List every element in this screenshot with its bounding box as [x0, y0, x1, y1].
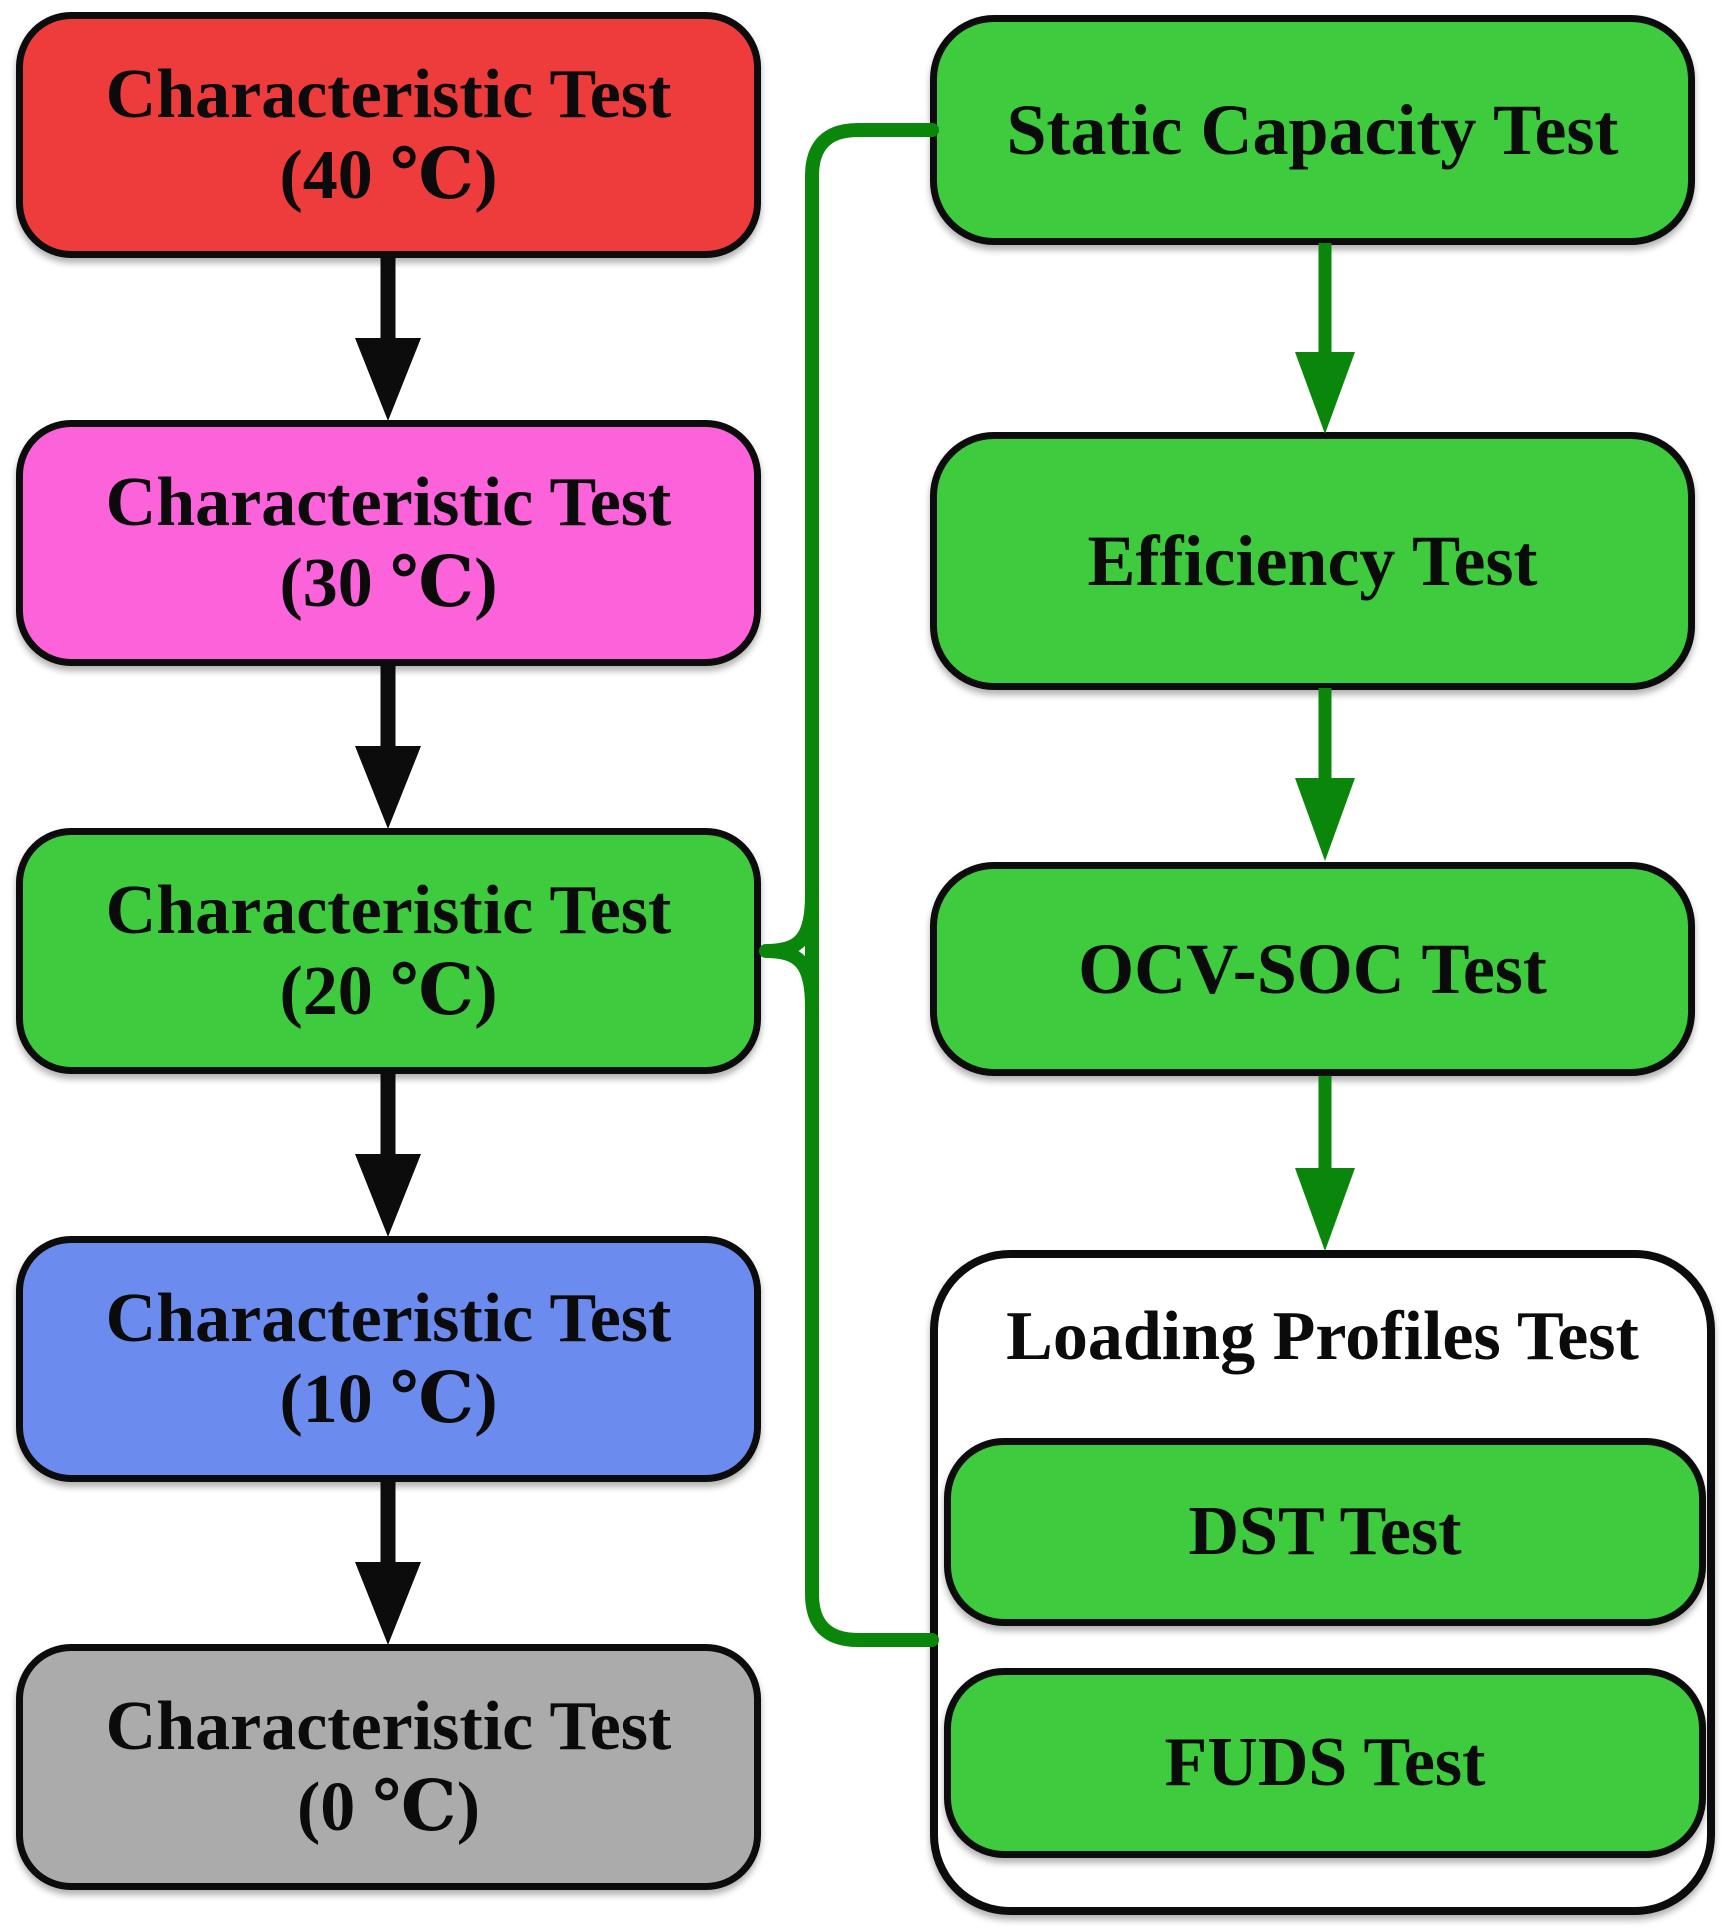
node-label: Static Capacity Test: [1006, 90, 1619, 170]
bracket-brace-tip: [759, 888, 819, 1014]
node-characteristic-test-40c: Characteristic Test (40 ℃): [16, 12, 761, 258]
node-ocv-soc-test: OCV-SOC Test: [930, 862, 1695, 1076]
node-characteristic-test-10c: Characteristic Test (10 ℃): [16, 1236, 761, 1482]
group-title: Loading Profiles Test: [1006, 1298, 1639, 1375]
node-label-line1: Characteristic Test: [105, 56, 672, 133]
node-characteristic-test-20c: Characteristic Test (20 ℃): [16, 828, 761, 1074]
node-label: DST Test: [1188, 1493, 1462, 1570]
bracket-rail: [805, 123, 939, 1647]
node-label-line1: Characteristic Test: [105, 464, 672, 541]
arrow-40c-to-30c: [355, 252, 421, 421]
arrow-20c-to-10c: [355, 1068, 421, 1237]
arrow-efficiency-to-ocvsoc: [1295, 688, 1355, 861]
node-characteristic-test-0c: Characteristic Test (0 ℃): [16, 1644, 761, 1890]
arrow-static-to-efficiency: [1295, 243, 1355, 434]
node-label-line1: Characteristic Test: [105, 1280, 672, 1357]
arrow-ocvsoc-to-loading: [1295, 1076, 1355, 1251]
node-label: FUDS Test: [1164, 1724, 1486, 1801]
node-label-line2: (10 ℃): [279, 1361, 498, 1438]
node-label-line1: Characteristic Test: [105, 1688, 672, 1765]
node-fuds-test: FUDS Test: [944, 1668, 1706, 1858]
node-label: Efficiency Test: [1087, 521, 1538, 601]
node-static-capacity-test: Static Capacity Test: [930, 15, 1695, 245]
node-efficiency-test: Efficiency Test: [930, 432, 1695, 690]
node-label-line2: (40 ℃): [279, 137, 498, 214]
node-label-line2: (0 ℃): [297, 1769, 480, 1846]
arrow-30c-to-20c: [355, 660, 421, 829]
node-label-line2: (20 ℃): [279, 953, 498, 1030]
node-characteristic-test-30c: Characteristic Test (30 ℃): [16, 420, 761, 666]
arrow-10c-to-0c: [355, 1476, 421, 1645]
node-dst-test: DST Test: [944, 1438, 1706, 1626]
node-label-line1: Characteristic Test: [105, 872, 672, 949]
node-label-line2: (30 ℃): [279, 545, 498, 622]
node-label: OCV-SOC Test: [1078, 929, 1547, 1009]
bracket-20c-to-right-column: [759, 123, 939, 1647]
